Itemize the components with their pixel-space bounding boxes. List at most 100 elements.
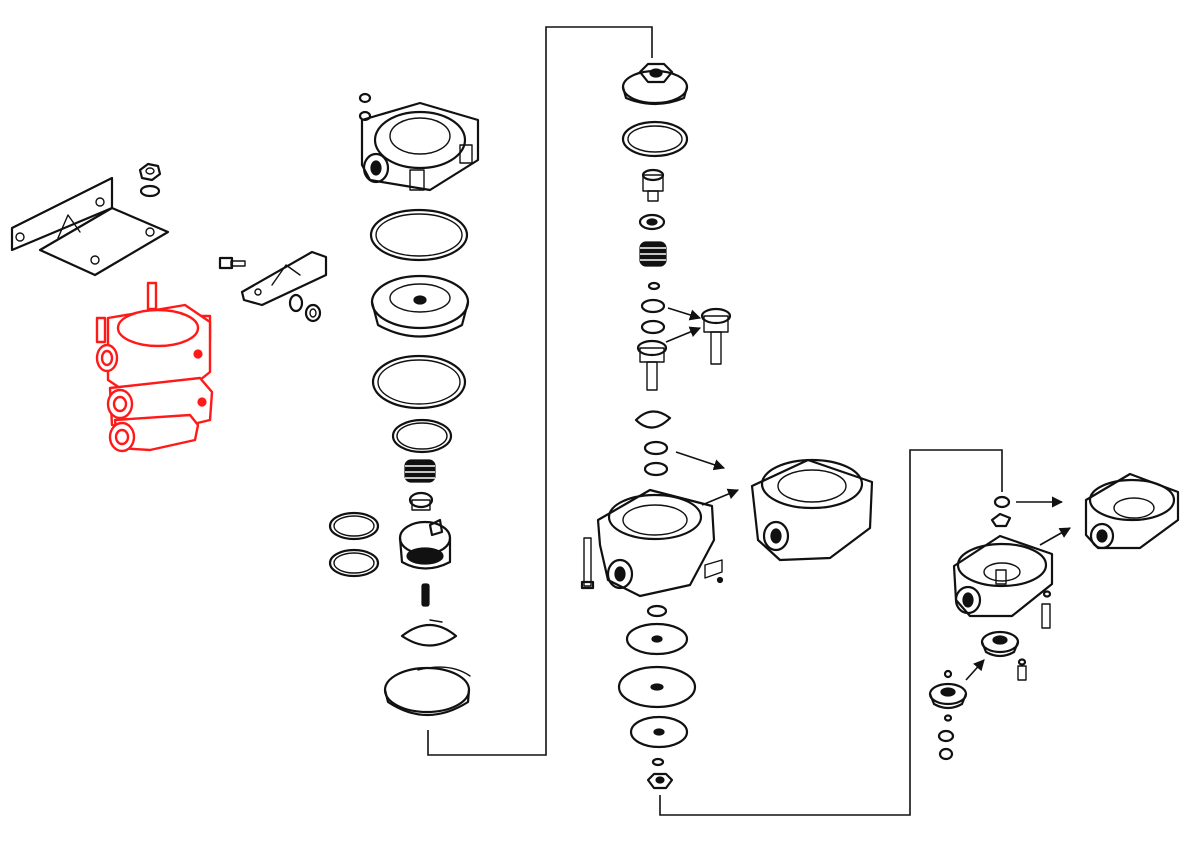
lower-housing-recess xyxy=(983,562,1021,582)
alternate-port xyxy=(762,520,790,552)
valve-stem-shaft xyxy=(646,361,658,391)
diaphragm-hole xyxy=(650,683,664,691)
nut xyxy=(138,162,162,182)
washer xyxy=(638,213,666,231)
washer xyxy=(288,293,304,313)
screw xyxy=(1041,603,1051,629)
lower-housing-port-bore xyxy=(962,592,974,608)
bolt-head xyxy=(193,349,203,359)
nut xyxy=(646,772,674,790)
nut-bore xyxy=(145,167,155,175)
nut-bore xyxy=(309,308,317,318)
washer-hole xyxy=(646,218,658,226)
washer xyxy=(139,184,161,198)
lower-housing xyxy=(952,534,1054,618)
bracket-hole xyxy=(145,227,155,237)
piston-skirt xyxy=(370,300,470,338)
o-ring xyxy=(621,120,689,158)
center-valve-stack xyxy=(580,62,874,790)
arrow xyxy=(1039,527,1071,546)
small-screw-head xyxy=(1042,590,1052,598)
main-valve-flange xyxy=(607,493,703,541)
lower-housing-stack xyxy=(928,472,1180,761)
alternate-port-bore xyxy=(770,528,782,544)
upper-cover-dome xyxy=(116,308,200,348)
o-ring-small xyxy=(328,548,380,578)
snap-ring xyxy=(634,410,672,429)
diaphragm-plate xyxy=(625,622,689,656)
arrow xyxy=(965,659,985,681)
lower-housing-port xyxy=(954,585,982,615)
small-bracket-hole xyxy=(254,288,262,296)
top-cap-bore xyxy=(649,68,663,78)
o-ring-large-inner xyxy=(375,213,463,257)
long-bolt-head xyxy=(580,580,595,590)
cover-lug xyxy=(409,169,425,191)
long-bolt xyxy=(583,537,592,587)
arrow xyxy=(667,307,702,321)
top-cap-skirt xyxy=(621,85,689,106)
o-ring-medium-inner xyxy=(396,422,448,450)
small-o-ring xyxy=(993,495,1011,509)
small-o-ring xyxy=(640,319,666,335)
check-valve-cap-center xyxy=(940,687,956,697)
piston-recess xyxy=(389,283,451,313)
small-washer xyxy=(651,757,665,767)
bracket-hole xyxy=(15,232,25,242)
o-ring-inner xyxy=(627,125,683,153)
nut xyxy=(304,303,322,323)
arrow xyxy=(701,488,740,506)
cover-port xyxy=(362,152,390,184)
valve-body-side xyxy=(398,536,452,570)
top-cap-hex xyxy=(638,62,674,84)
pin xyxy=(421,583,430,607)
snap-ring xyxy=(400,624,458,647)
lower-cover-port-bore xyxy=(1096,529,1108,543)
snap-ring-gap xyxy=(429,619,443,623)
bracket-upright xyxy=(10,176,114,252)
upper-cover-stack xyxy=(328,92,480,717)
valve-body-notch xyxy=(428,518,444,537)
spring xyxy=(639,241,667,267)
arrow xyxy=(675,451,726,471)
o-ring-small-inner xyxy=(333,515,375,537)
bracket-hardware xyxy=(218,250,328,323)
o-ring-large xyxy=(369,208,469,262)
cover-boss xyxy=(389,117,451,155)
lower-cover-port xyxy=(1089,522,1115,550)
retaining-ring-band xyxy=(383,688,471,717)
highlighted-valve-assembly xyxy=(95,281,214,453)
valve-stem-shaft xyxy=(710,331,722,365)
small-o-ring xyxy=(937,729,955,743)
port-upper-bore xyxy=(100,349,114,367)
bolt-head xyxy=(218,256,234,270)
lower-cover-housing xyxy=(1084,472,1180,550)
check-valve-cap-skirt xyxy=(928,692,968,710)
o-ring-medium xyxy=(391,418,453,454)
connector-cover-to-center xyxy=(427,26,653,756)
bracket-base-plate xyxy=(38,206,170,277)
o-ring-large xyxy=(371,354,467,410)
exhaust-cap-center xyxy=(992,635,1008,645)
small-washer xyxy=(943,714,953,722)
bolt-head xyxy=(197,397,207,407)
mounting-bracket xyxy=(10,162,170,277)
main-valve-port-bore xyxy=(614,566,626,582)
small-pin xyxy=(943,669,953,679)
small-bracket xyxy=(240,250,328,307)
connector-center-to-lower xyxy=(659,449,1003,816)
alternate-flange xyxy=(760,458,864,510)
o-ring-small-inner xyxy=(333,552,375,574)
diaphragm xyxy=(617,665,697,709)
bolt-shank xyxy=(230,260,246,267)
small-o-ring xyxy=(643,461,669,477)
screw xyxy=(1017,665,1027,681)
alternate-bore xyxy=(777,469,847,503)
lower-housing-boss xyxy=(995,569,1007,585)
valve-stem-head xyxy=(700,307,732,325)
lower-cover-flange xyxy=(1088,478,1176,522)
spring xyxy=(404,459,436,483)
exhaust-cap-skirt xyxy=(980,640,1020,658)
main-valve-bore xyxy=(622,504,688,536)
